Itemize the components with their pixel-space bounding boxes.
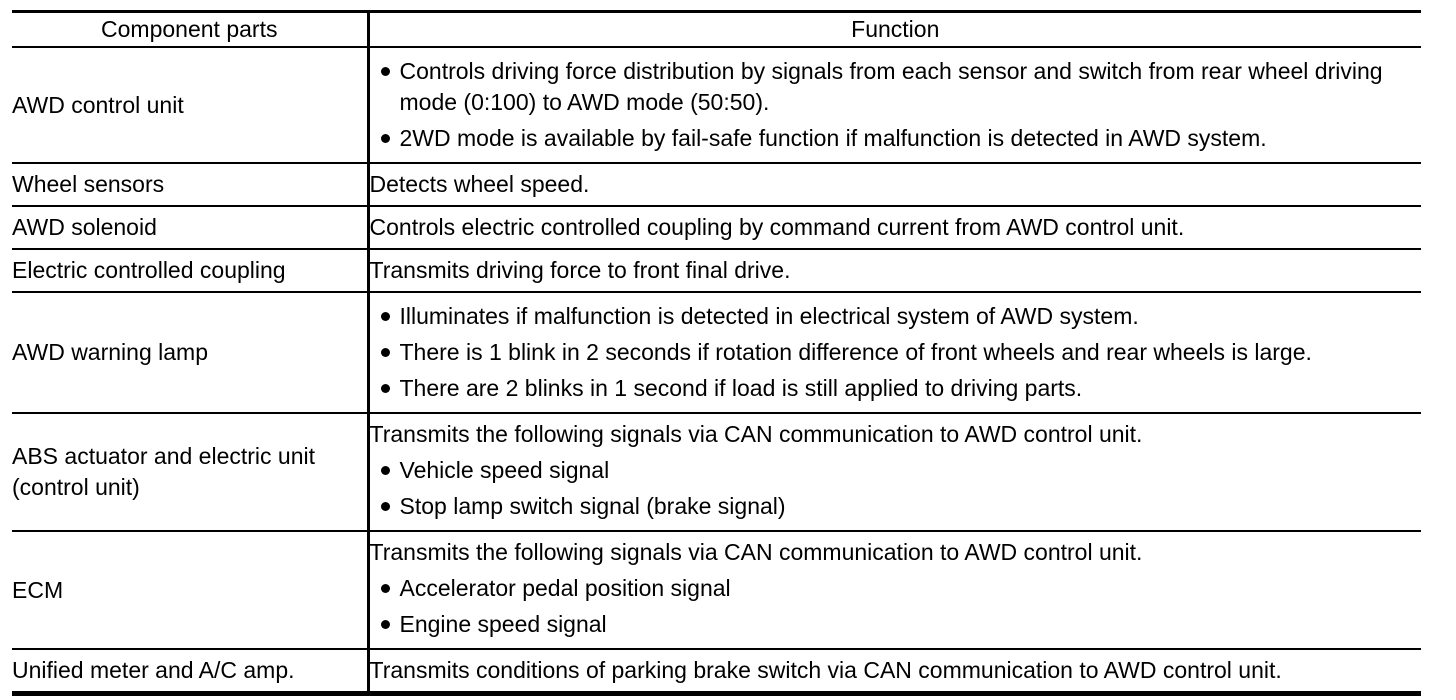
table-row: Unified meter and A/C amp.Transmits cond… <box>12 648 1422 694</box>
function-text: 2WD mode is available by fail-safe funct… <box>399 125 1267 151</box>
function-text: Engine speed signal <box>399 611 607 637</box>
function-text: Transmits driving force to front final d… <box>369 257 791 283</box>
function-text-item: Controls electric controlled coupling by… <box>370 212 1422 243</box>
function-text: There are 2 blinks in 1 second if load i… <box>399 375 1083 401</box>
function-text: Detects wheel speed. <box>369 171 590 197</box>
function-text-item: Transmits driving force to front final d… <box>370 255 1422 286</box>
bullet-icon <box>380 384 390 393</box>
function-cell: Detects wheel speed. <box>368 162 1422 206</box>
component-cell: AWD solenoid <box>12 205 370 249</box>
header-component-parts: Component parts <box>12 11 370 47</box>
table-row: AWD control unit Controls driving force d… <box>12 46 1422 163</box>
function-text: Controls driving force distribution by s… <box>399 58 1383 115</box>
function-text-item: Transmits conditions of parking brake sw… <box>370 655 1422 686</box>
function-text: Stop lamp switch signal (brake signal) <box>399 493 786 519</box>
function-bullet-item: Illuminates if malfunction is detected i… <box>370 301 1422 332</box>
bullet-icon <box>380 134 390 143</box>
function-text: Transmits the following signals via CAN … <box>369 421 1143 447</box>
function-text: Transmits conditions of parking brake sw… <box>369 657 1282 683</box>
component-cell: Electric controlled coupling <box>12 248 370 292</box>
table-body: AWD control unit Controls driving force d… <box>12 46 1422 694</box>
bullet-icon <box>380 584 390 593</box>
function-bullet-item: Stop lamp switch signal (brake signal) <box>370 491 1422 522</box>
function-text: There is 1 blink in 2 seconds if rotatio… <box>399 339 1312 365</box>
bullet-icon <box>380 620 390 629</box>
function-bullet-item: There is 1 blink in 2 seconds if rotatio… <box>370 337 1422 368</box>
function-text: Transmits the following signals via CAN … <box>369 539 1143 565</box>
component-cell: AWD control unit <box>12 46 370 163</box>
function-cell: Controls electric controlled coupling by… <box>368 205 1422 249</box>
component-cell: Unified meter and A/C amp. <box>12 648 370 694</box>
header-row: Component parts Function <box>12 11 1421 47</box>
bullet-icon <box>380 466 390 475</box>
function-cell: Controls driving force distribution by s… <box>368 46 1422 163</box>
bullet-icon <box>380 67 390 76</box>
function-bullet-item: Vehicle speed signal <box>370 455 1422 486</box>
function-text-item: Detects wheel speed. <box>370 169 1422 200</box>
bullet-icon <box>380 348 390 357</box>
function-bullet-item: 2WD mode is available by fail-safe funct… <box>370 123 1422 154</box>
bullet-icon <box>380 502 390 511</box>
function-cell: Transmits the following signals via CAN … <box>368 412 1422 531</box>
table-row: ABS actuator and electric unit (control … <box>12 412 1422 531</box>
function-cell: Transmits driving force to front final d… <box>368 248 1422 292</box>
table-row: AWD warning lamp Illuminates if malfuncti… <box>12 291 1422 413</box>
function-bullet-item: Controls driving force distribution by s… <box>370 56 1422 118</box>
component-cell: AWD warning lamp <box>12 291 370 413</box>
function-bullet-item: Accelerator pedal position signal <box>370 573 1422 604</box>
function-bullet-item: Engine speed signal <box>370 609 1422 640</box>
component-cell: Wheel sensors <box>12 162 370 206</box>
function-bullet-item: There are 2 blinks in 1 second if load i… <box>370 373 1422 404</box>
function-text: Vehicle speed signal <box>399 457 610 483</box>
function-text: Illuminates if malfunction is detected i… <box>399 303 1139 329</box>
component-function-table: Component parts Function AWD control uni… <box>12 10 1421 696</box>
header-function: Function <box>851 16 940 42</box>
function-text-item: Transmits the following signals via CAN … <box>370 419 1422 450</box>
function-text: Controls electric controlled coupling by… <box>369 214 1185 240</box>
bullet-icon <box>380 312 390 321</box>
component-cell: ECM <box>12 530 370 649</box>
function-cell: Transmits the following signals via CAN … <box>368 530 1422 649</box>
function-cell: Transmits conditions of parking brake sw… <box>368 648 1422 694</box>
function-cell: Illuminates if malfunction is detected i… <box>368 291 1422 413</box>
component-cell: ABS actuator and electric unit (control … <box>12 412 370 531</box>
function-text-item: Transmits the following signals via CAN … <box>370 537 1422 568</box>
table-header: Component parts Function <box>12 11 1421 47</box>
function-text: Accelerator pedal position signal <box>399 575 731 601</box>
